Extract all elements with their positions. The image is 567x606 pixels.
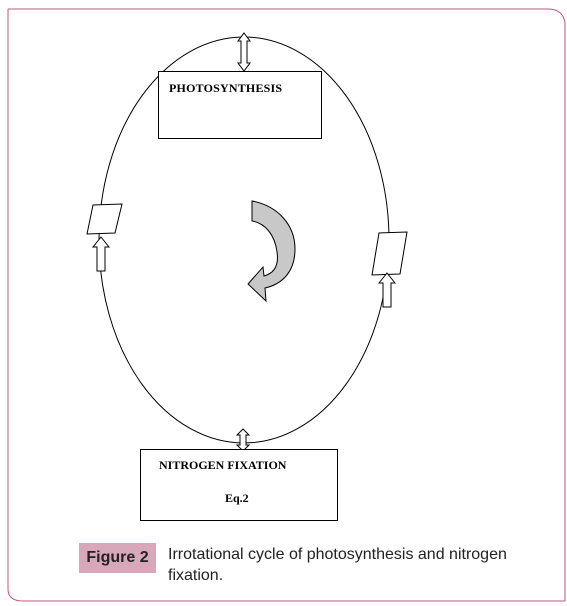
right-up-arrow-icon [377,272,397,308]
caption-text: Irrotational cycle of photosynthesis and… [168,546,507,584]
figure-panel: PHOTOSYNTHESIS NITROGEN FIXATION Eq.2 Fi… [3,3,566,602]
frame-border-top [8,8,566,601]
top-double-arrow-icon [237,32,251,72]
nitrogen-fixation-box: NITROGEN FIXATION Eq.2 [140,449,338,521]
left-parallelogram-icon [86,203,123,235]
cycle-direction-arrow-icon [247,200,296,303]
bottom-double-arrow-icon [235,428,251,452]
figure-number-badge: Figure 2 [79,543,156,573]
left-up-arrow-icon [91,236,111,272]
photosynthesis-box: PHOTOSYNTHESIS [158,71,322,139]
nitrogen-fixation-label: NITROGEN FIXATION [159,458,287,472]
equation-label: Eq.2 [225,491,249,505]
cycle-diagram [7,8,566,602]
photosynthesis-label: PHOTOSYNTHESIS [169,81,283,95]
right-parallelogram-icon [371,231,408,276]
frame-border-bottom [7,9,565,602]
